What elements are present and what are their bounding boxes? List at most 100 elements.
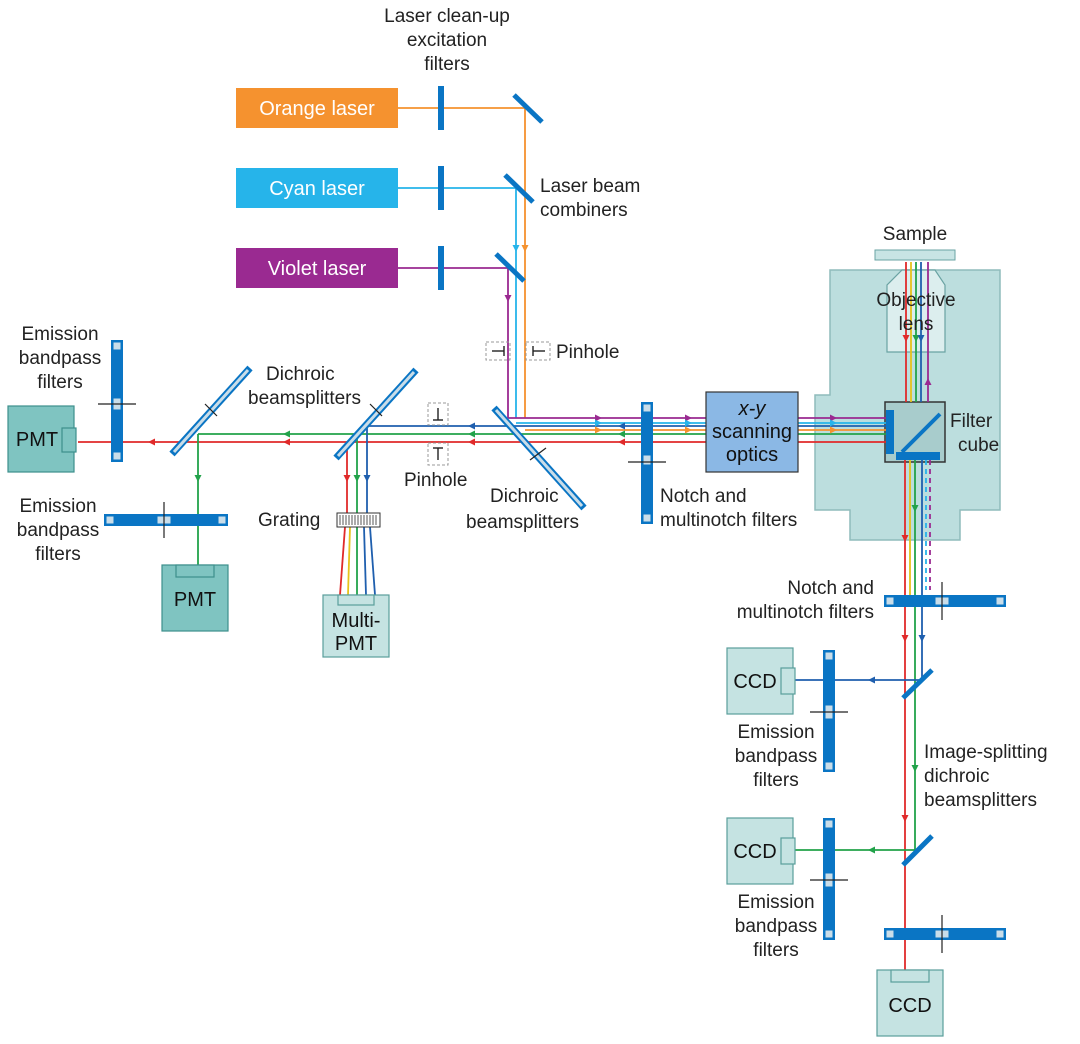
beam-arrow (912, 335, 920, 342)
filter-cube-dichroic (900, 412, 942, 454)
scanning-label-3: optics (726, 444, 778, 466)
emission-ccd2-label-3: filters (753, 940, 798, 961)
filter-cube-excitation-filter (886, 410, 894, 454)
dichroic-center (491, 405, 587, 511)
emission-filter-top-left (98, 340, 136, 462)
multi-pmt: Multi- PMT (322, 594, 390, 658)
svg-text:PMT: PMT (335, 633, 377, 655)
beam-arrow (512, 245, 520, 252)
violet-excitation-beam (398, 267, 509, 418)
beam-arrow (918, 635, 926, 642)
beam-arrow (468, 422, 475, 430)
beam-arrow (618, 438, 625, 446)
dichroic-left-outer (169, 365, 253, 457)
orange-laser-label: Orange laser (259, 98, 375, 120)
image-splitting-label-1: Image-splitting (924, 742, 1048, 763)
filter-cube-label-2: cube (958, 435, 999, 456)
pinhole-left-bottom (427, 442, 449, 466)
beam-arrow (595, 419, 602, 427)
emission-ccd2-label-2: bandpass (735, 916, 817, 937)
beam-arrow (595, 426, 602, 434)
beam-arrow (595, 414, 602, 422)
objective-label-1: Objective (876, 290, 955, 311)
notch-right-label-2: multinotch filters (737, 602, 874, 623)
filter-cube-label-1: Filter (950, 411, 993, 432)
scanning-label-2: scanning (712, 421, 792, 443)
notch-filter-right (884, 582, 1006, 620)
dispersed-blue-2 (369, 526, 376, 596)
scanning-optics-box (705, 391, 799, 473)
svg-text:Multi-: Multi- (332, 610, 381, 632)
combiner-mirror-orange (512, 93, 544, 124)
beam-arrow (504, 295, 512, 302)
beam-arrow (353, 475, 361, 482)
beam-arrow (618, 430, 625, 438)
beam-arrow (868, 676, 875, 684)
beam-arrow (283, 430, 290, 438)
cleanup-filter-cyan (438, 166, 444, 210)
objective-label-2: lens (899, 314, 934, 335)
ccd-1: CCD (726, 647, 796, 715)
notch-filter-center (628, 402, 666, 524)
beam-arrow (521, 245, 529, 252)
emission-filter-mid-left (104, 502, 228, 538)
beam-arrow (468, 430, 475, 438)
combiner-mirror-violet (494, 252, 526, 283)
emission-top-left-label-2: bandpass (19, 348, 101, 369)
emission-top-left-label-3: filters (37, 372, 82, 393)
beam-arrow (148, 438, 155, 446)
violet-laser-box (236, 248, 398, 288)
emission-filter-ccd3 (884, 915, 1006, 953)
ccd-3: CCD (876, 969, 944, 1037)
beam-arrow (194, 475, 202, 482)
sample-label: Sample (883, 224, 947, 245)
notch-center-label-1: Notch and (660, 486, 747, 507)
beam-arrow (902, 335, 910, 342)
beam-arrow (901, 535, 909, 542)
ccd-2: CCD (726, 817, 796, 885)
dichroic-center-label-2: beamsplitters (466, 512, 579, 533)
beam-arrow (618, 422, 625, 430)
svg-text:CCD: CCD (733, 671, 776, 693)
dichroic-left-label-1: Dichroic (266, 364, 335, 385)
emission-filter-ccd1 (810, 650, 848, 772)
beam-combiners-label-2: combiners (540, 200, 628, 221)
emission-mid-left-label-3: filters (35, 544, 80, 565)
dichroic-left-label-2: beamsplitters (248, 388, 361, 409)
emission-filter-ccd2 (810, 818, 848, 940)
svg-text:PMT: PMT (174, 589, 216, 611)
violet-laser-label: Violet laser (268, 258, 367, 280)
beam-arrow (468, 438, 475, 446)
dichroic-left-inner (333, 367, 419, 461)
filter-cube-emission-filter (896, 452, 940, 460)
dispersed-red (339, 526, 346, 596)
cleanup-filter-orange (438, 86, 444, 130)
beam-arrow (283, 438, 290, 446)
notch-right-label-1: Notch and (787, 578, 874, 599)
pinhole-left-label: Pinhole (404, 470, 467, 491)
dichroic-center-label-1: Dichroic (490, 486, 559, 507)
emission-mid-left-label-1: Emission (19, 496, 96, 517)
combiner-mirror-cyan (503, 173, 535, 204)
beam-arrow (363, 475, 371, 482)
cleanup-filter-violet (438, 246, 444, 290)
scanning-label-1: x-y (738, 398, 767, 420)
cyan-laser-box (236, 168, 398, 208)
beam-arrow (830, 419, 837, 427)
beam-arrow (685, 414, 692, 422)
beam-arrow (911, 505, 919, 512)
beam-arrow (685, 419, 692, 427)
image-splitting-dichroic-2 (901, 834, 934, 867)
beam-arrow (343, 475, 351, 482)
pmt-left: PMT (7, 405, 77, 473)
beam-arrow (924, 378, 932, 385)
svg-text:CCD: CCD (888, 995, 931, 1017)
beam-arrow (868, 846, 875, 854)
cleanup-filters-label-1: Laser clean-up (384, 6, 510, 27)
beam-arrow (901, 815, 909, 822)
pinhole-top-right (525, 341, 551, 361)
emission-top-left-label-1: Emission (21, 324, 98, 345)
orange-laser-box (236, 88, 398, 128)
beam-arrows (148, 245, 932, 854)
